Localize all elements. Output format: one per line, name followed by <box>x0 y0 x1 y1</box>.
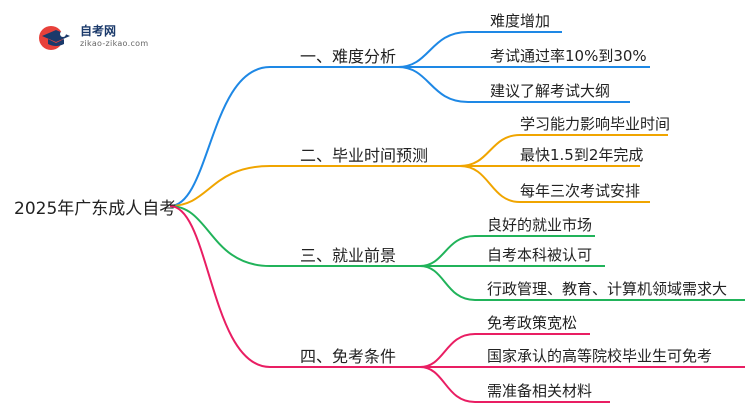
connector-root-branch-3 <box>169 205 420 267</box>
connector-branch-4-leaf-3 <box>419 366 610 403</box>
branch-1-leaf-2: 考试通过率10%到30% <box>490 47 647 65</box>
connector-root-branch-2 <box>169 165 460 207</box>
connector-root-branch-1 <box>169 66 398 207</box>
logo-title: 自考网 <box>80 24 117 38</box>
branch-2-leaf-1: 学习能力影响毕业时间 <box>520 115 671 133</box>
connector-branch-4-leaf-1 <box>419 333 590 368</box>
site-logo: 自考网 zikao-zikao.com <box>36 22 176 52</box>
branch-3-leaf-2: 自考本科被认可 <box>487 246 593 264</box>
branch-2-label: 二、毕业时间预测 <box>300 146 429 165</box>
connector-branch-1-leaf-3 <box>397 66 630 103</box>
connector-branch-2-leaf-3 <box>459 165 650 203</box>
branch-3-leaf-1: 良好的就业市场 <box>487 216 593 234</box>
branch-3-label: 三、就业前景 <box>300 246 397 265</box>
logo-subtitle: zikao-zikao.com <box>80 39 149 48</box>
graduation-cap-icon <box>39 26 70 50</box>
branch-4-leaf-1: 免考政策宽松 <box>487 314 578 332</box>
mindmap-root: 2025年广东成人自考 <box>14 199 177 219</box>
branch-4-leaf-3: 需准备相关材料 <box>487 382 593 400</box>
branch-2-leaf-2: 最快1.5到2年完成 <box>520 146 644 164</box>
branch-1-leaf-1: 难度增加 <box>490 12 551 30</box>
connector-branch-3-leaf-1 <box>419 235 595 267</box>
connector-branch-3-leaf-3 <box>419 265 745 301</box>
connector-branch-1-leaf-1 <box>397 31 562 68</box>
branch-4-leaf-2: 国家承认的高等院校毕业生可免考 <box>487 347 713 365</box>
branch-1-leaf-3: 建议了解考试大纲 <box>490 82 611 100</box>
branch-1-label: 一、难度分析 <box>300 47 397 66</box>
connector-branch-2-leaf-1 <box>459 134 668 167</box>
branch-4-label: 四、免考条件 <box>300 347 397 366</box>
branch-3-leaf-3: 行政管理、教育、计算机领域需求大 <box>487 280 728 298</box>
connector-root-branch-4 <box>169 205 420 368</box>
branch-2-leaf-3: 每年三次考试安排 <box>520 182 641 200</box>
